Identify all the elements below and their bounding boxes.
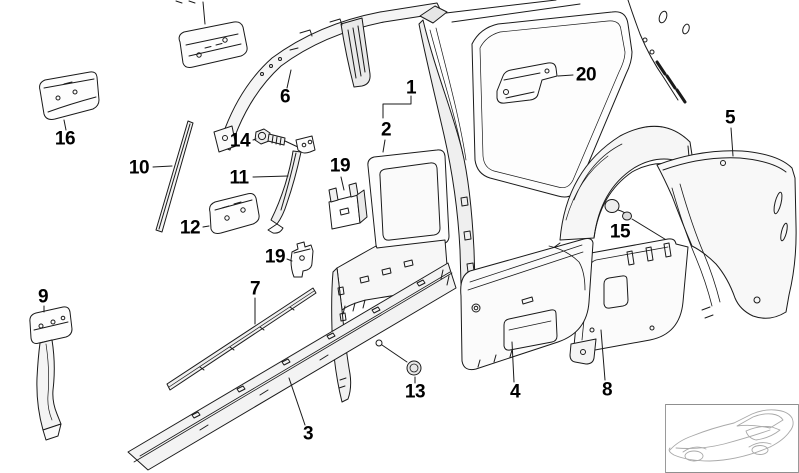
part-19-lower-art — [286, 241, 314, 278]
part-10-art — [152, 120, 194, 233]
part-label-19a: 19 — [329, 155, 351, 177]
part-label-16: 16 — [54, 128, 76, 150]
part-label-8: 8 — [601, 379, 613, 401]
part-label-14: 14 — [229, 130, 251, 152]
part-7-art — [166, 287, 317, 391]
part-12-art — [202, 193, 260, 234]
part-label-9: 9 — [37, 286, 49, 308]
part-label-10: 10 — [128, 157, 150, 179]
part-19-upper-art — [328, 176, 368, 230]
part-label-4: 4 — [509, 381, 521, 403]
part-label-1: 1 — [405, 77, 417, 99]
vehicle-thumbnail — [665, 404, 799, 473]
top-plate-part — [175, 0, 248, 68]
part-2-art — [331, 95, 450, 403]
part-label-20: 20 — [575, 64, 597, 86]
part-11-art — [252, 135, 316, 234]
part-label-5: 5 — [724, 107, 736, 129]
part-6-art — [213, 2, 443, 153]
part-8-art — [569, 238, 689, 381]
part-14-bolt-art — [252, 128, 301, 149]
part-4-art — [460, 238, 594, 383]
part-label-13: 13 — [404, 381, 426, 403]
part-label-11: 11 — [229, 167, 249, 189]
part-3-art — [127, 262, 457, 471]
part-16-art — [39, 71, 100, 131]
part-13-plug-art — [375, 339, 422, 384]
part-9-art — [29, 305, 73, 441]
part-20-art — [496, 62, 574, 104]
part-label-15: 15 — [609, 221, 631, 243]
part-label-2: 2 — [380, 119, 392, 141]
part-label-12: 12 — [179, 217, 201, 239]
part-label-7: 7 — [249, 278, 261, 300]
part-label-3: 3 — [302, 423, 314, 445]
part-15-plug-art — [604, 199, 669, 242]
part-label-6: 6 — [279, 86, 291, 108]
part-label-19b: 19 — [264, 246, 286, 268]
part-5-art — [656, 127, 797, 319]
